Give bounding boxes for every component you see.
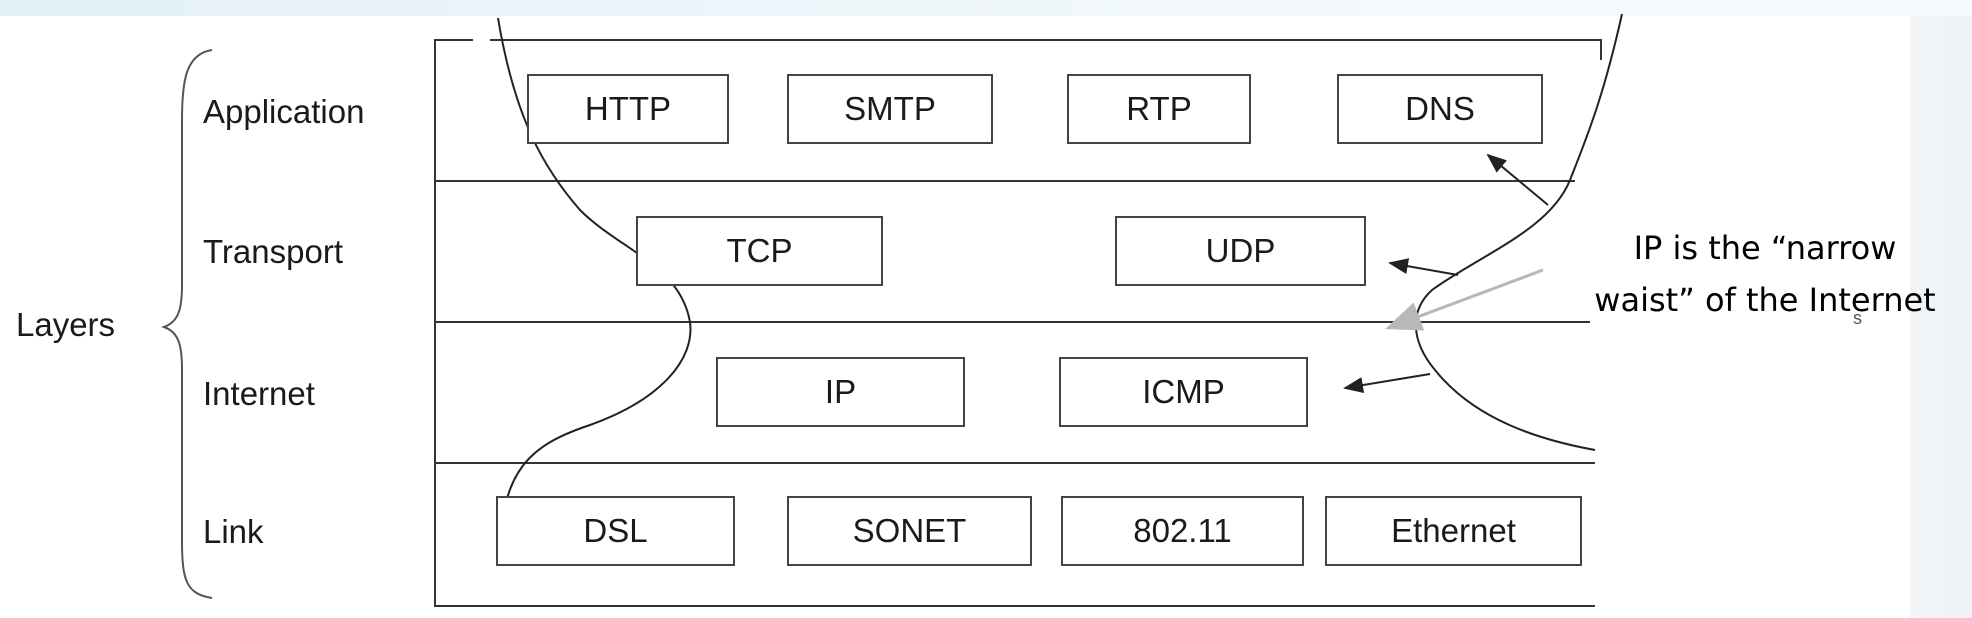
protocol-box-80211: 802.11 [1061, 496, 1304, 566]
protocol-box-rtp: RTP [1067, 74, 1251, 144]
layer-label-application: Application [203, 93, 365, 130]
layer-label-transport: Transport [203, 233, 343, 270]
layer-label-internet: Internet [203, 375, 315, 412]
protocol-box-tcp: TCP [636, 216, 883, 286]
slide-right-band [1910, 16, 1972, 618]
annotation-line-2: waist” of the Internet [1594, 281, 1936, 319]
hourglass-right-curve [1414, 13, 1623, 451]
narrow-waist-annotation: IP is the “narrow waist” of the Internet [1565, 222, 1965, 326]
arrow-narrow-waist [1385, 268, 1544, 331]
arrow-to-udp [1388, 258, 1459, 276]
protocol-box-http: HTTP [527, 74, 729, 144]
arrow-to-icmp [1343, 373, 1431, 393]
layers-title: Layers [16, 306, 116, 343]
stray-glyph: s [1853, 308, 1862, 328]
hourglass-left-curve [497, 17, 692, 561]
layers-brace [161, 49, 213, 599]
protocol-box-udp: UDP [1115, 216, 1366, 286]
protocol-box-ip: IP [716, 357, 965, 427]
protocol-box-ethernet: Ethernet [1325, 496, 1582, 566]
layer-label-link: Link [203, 513, 264, 550]
arrow-to-dns [1486, 153, 1549, 206]
protocol-box-dsl: DSL [496, 496, 735, 566]
stack-frame-top [490, 39, 1602, 60]
annotation-line-1: IP is the “narrow [1633, 229, 1897, 267]
protocol-box-dns: DNS [1337, 74, 1543, 144]
protocol-box-smtp: SMTP [787, 74, 993, 144]
protocol-box-sonet: SONET [787, 496, 1032, 566]
protocol-box-icmp: ICMP [1059, 357, 1308, 427]
slide-top-band [0, 0, 1972, 16]
